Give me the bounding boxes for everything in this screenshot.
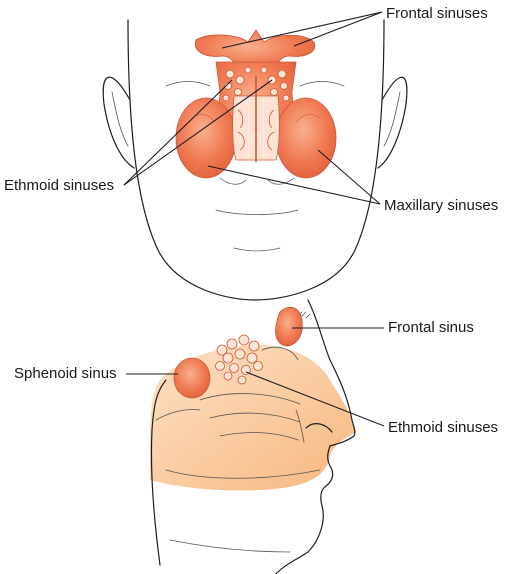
front-left-eye [166, 82, 210, 87]
front-view: Frontal sinuses Ethmoid sinuses Maxillar… [4, 5, 498, 300]
side-sphenoid-sinus-shape [174, 358, 210, 398]
label-front-ethmoid-sinuses: Ethmoid sinuses [4, 177, 114, 194]
label-front-frontal-sinuses: Frontal sinuses [386, 5, 488, 22]
front-right-eye [300, 82, 344, 87]
label-side-ethmoid-sinuses: Ethmoid sinuses [388, 419, 498, 436]
side-jaw-line [170, 540, 290, 552]
label-side-frontal-sinus: Frontal sinus [388, 319, 474, 336]
front-mouth [216, 210, 298, 215]
front-nostrils [220, 178, 294, 184]
side-view: Frontal sinus Sphenoid sinus Ethmoid sin… [14, 300, 498, 574]
front-maxillary-left [176, 98, 236, 178]
front-left-ear-inner [112, 92, 128, 146]
front-sinus-group [176, 30, 336, 178]
label-side-sphenoid-sinus: Sphenoid sinus [14, 365, 117, 382]
label-front-maxillary-sinuses: Maxillary sinuses [384, 197, 498, 214]
side-frontal-sinus-shape [276, 307, 303, 346]
leader-front-maxillary-right [318, 150, 380, 204]
front-chin-line [234, 248, 280, 251]
front-maxillary-right [276, 98, 336, 178]
